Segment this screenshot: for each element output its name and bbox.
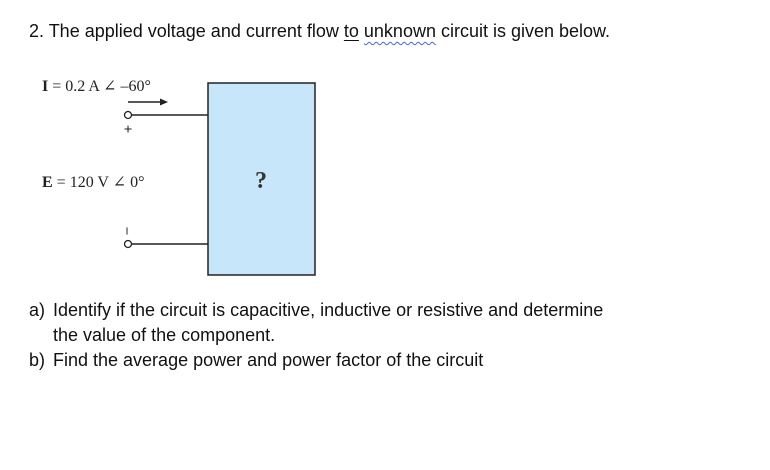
- question-heading: 2. The applied voltage and current flow …: [29, 19, 610, 43]
- voltage-value: = 120 V ∠ 0°: [56, 174, 145, 191]
- part-a-letter: a): [29, 300, 46, 320]
- question-suffix: circuit is given below.: [435, 21, 611, 41]
- question-parts: a) Identify if the circuit is capacitive…: [29, 298, 603, 373]
- current-arrow-head: [160, 98, 168, 106]
- voltage-symbol: E: [42, 174, 53, 191]
- plus-sign: +: [124, 122, 133, 138]
- top-terminal: [123, 110, 133, 120]
- part-a-line-1: Identify if the circuit is capacitive, i…: [53, 300, 604, 320]
- part-b-letter: b): [29, 350, 46, 370]
- circuit-figure: + – ? I = 0.2 A ∠ –60° E = 120 V ∠ 0°: [36, 70, 336, 285]
- part-a-text: Identify if the circuit is capacitive, i…: [53, 298, 603, 348]
- part-b-text: Find the average power and power factor …: [53, 350, 484, 370]
- unknown-circuit-box: [207, 82, 316, 276]
- current-symbol: I: [42, 78, 49, 95]
- bottom-terminal: [123, 239, 133, 249]
- minus-sign: –: [120, 227, 135, 236]
- part-a-line-2: the value of the component.: [53, 325, 276, 345]
- question-spellcheck-word: unknown: [363, 21, 436, 41]
- voltage-label: E = 120 V ∠ 0°: [42, 172, 144, 192]
- unknown-mark: ?: [255, 168, 267, 194]
- current-value: = 0.2 A ∠ –60°: [52, 78, 151, 95]
- part-a: a) Identify if the circuit is capacitive…: [29, 298, 603, 348]
- current-label: I = 0.2 A ∠ –60°: [42, 76, 151, 96]
- question-underlined-word: to: [343, 21, 359, 41]
- circuit-diagram: + – ?: [120, 82, 316, 276]
- part-b: b) Find the average power and power fact…: [29, 348, 603, 373]
- question-prefix: 2. The applied voltage and current flow: [29, 21, 344, 41]
